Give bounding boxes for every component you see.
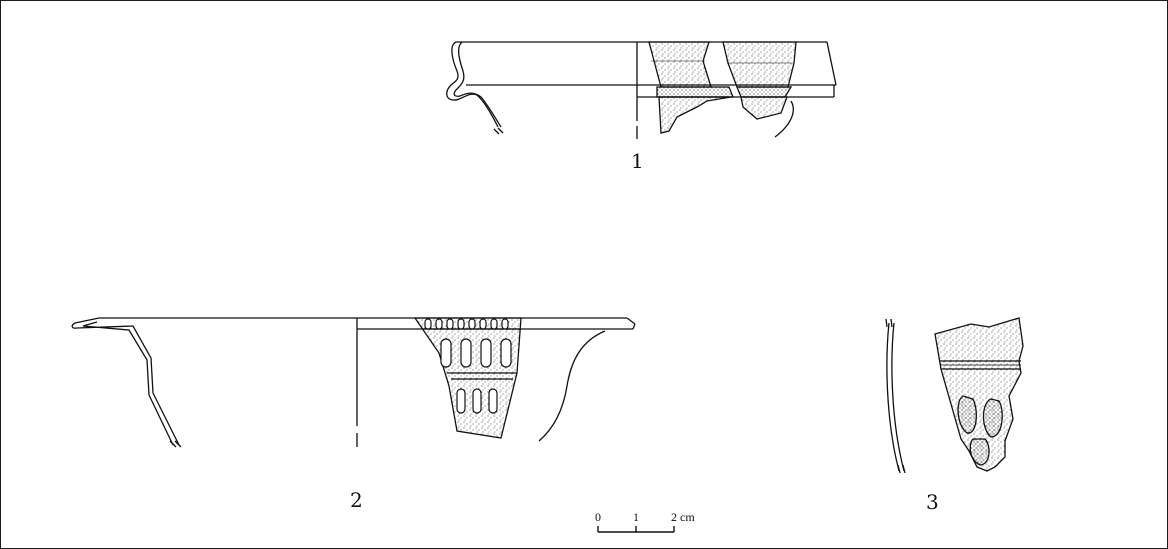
sherd-3-boss-a (957, 395, 978, 434)
vessel-2-sherd (413, 317, 522, 439)
vessel-2-break-b (174, 440, 182, 448)
scale-label-2: 2 cm (671, 510, 695, 524)
vessel-2-impressions (424, 318, 512, 414)
vessel-2-rim-end (626, 317, 636, 325)
impression (446, 318, 454, 330)
vessel-1-break-b (497, 127, 504, 134)
sherd-3-profile-inner (891, 322, 905, 472)
sherd-3-boss-b (982, 398, 1003, 438)
impression (480, 338, 492, 368)
vessel-2-profile-outer (71, 317, 180, 446)
impression (479, 318, 487, 330)
impression (468, 318, 476, 330)
impression (435, 318, 443, 330)
scale-label-1: 1 (633, 510, 639, 524)
figure-label-2: 2 (350, 488, 363, 512)
vessel-1-profile-outer (446, 41, 499, 128)
vessel-2-rim-edge (632, 323, 636, 330)
impression (488, 388, 498, 414)
impression (456, 388, 466, 414)
sherd-3-break-c (897, 464, 901, 474)
vessel-1-sherd-a (648, 41, 712, 88)
vessel-1 (446, 41, 837, 139)
sherd-3-break-b (890, 318, 893, 328)
vessel-2-break-a (169, 440, 177, 448)
impression (424, 318, 432, 330)
impression (460, 338, 472, 368)
sherd-3-boss-c (969, 438, 990, 466)
vessel-2-profile-inner (82, 321, 174, 446)
sherd-3-profile-outer (886, 322, 900, 472)
vessel-1-sherd-b (722, 41, 797, 88)
vessel-2-body-curve (538, 330, 606, 442)
impression (472, 388, 482, 414)
impression (500, 338, 512, 368)
vessel-1-rim-end (826, 41, 837, 86)
sherd-3-surface (934, 317, 1024, 472)
impression (490, 318, 498, 330)
impression (501, 318, 509, 330)
scale-bar (597, 526, 675, 533)
vessel-1-sherd-c (658, 96, 732, 134)
sherd-3-break-d (902, 464, 906, 474)
vessel-1-sherd-d (740, 96, 788, 120)
vessel-1-band-b (736, 86, 793, 98)
impression (440, 338, 452, 368)
impression (457, 318, 465, 330)
vessel-1-profile-inner (453, 41, 502, 128)
scale-label-0: 0 (595, 510, 601, 524)
vessel-2 (71, 317, 636, 448)
vessel-1-break-a (493, 128, 500, 135)
vessel-1-band-a (656, 86, 734, 98)
sherd-3-break-a (885, 318, 888, 328)
sherd-3 (885, 317, 1024, 474)
figure-label-1: 1 (631, 149, 644, 173)
vessel-1-body-curve (774, 100, 794, 138)
figure-label-3: 3 (926, 490, 939, 514)
